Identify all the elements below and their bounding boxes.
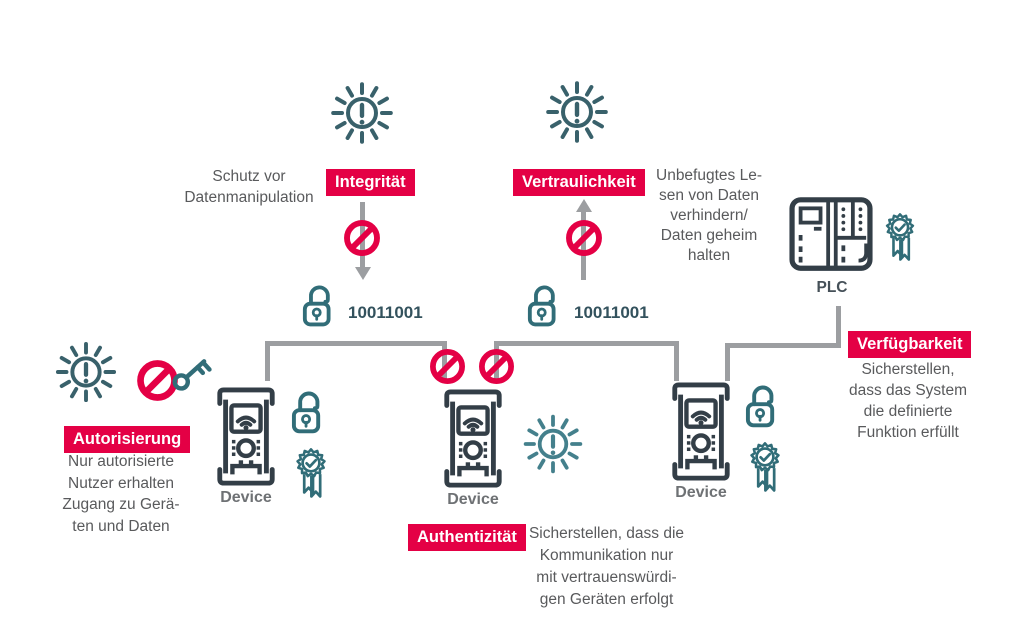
bus-segment-a <box>265 341 447 346</box>
bus-drop-device2-left <box>442 341 447 381</box>
device-node-label: Device <box>447 491 499 508</box>
arrow-down-head <box>354 267 371 280</box>
arrow-up-head <box>575 199 592 212</box>
text-line: Sicherstellen, <box>861 361 955 378</box>
device-node-label: Device <box>675 484 727 501</box>
bus-segment-c <box>725 343 841 348</box>
text-line: Kommunikation nur <box>539 547 674 564</box>
open-lock-icon <box>526 283 572 329</box>
device-icon <box>439 388 507 489</box>
bus-drop-device3-left <box>674 341 679 381</box>
text-line: Sicherstellen, dass die <box>528 525 685 542</box>
text-line: verhindern/ <box>670 207 748 224</box>
malware-icon <box>322 73 402 153</box>
open-lock-icon <box>744 383 791 430</box>
malware-icon <box>515 406 591 482</box>
availability-label: Verfügbarkeit <box>848 331 972 358</box>
availability-description: Sicherstellen, dass das System die defin… <box>838 359 978 443</box>
authenticity-description: Sicherstellen, dass die Kommunikation nu… <box>524 523 689 611</box>
bus-drop-plc <box>836 306 841 348</box>
authenticity-label: Authentizität <box>408 524 526 551</box>
text-line: Funktion erfüllt <box>857 424 959 441</box>
text-line: mit vertrauenswürdi- <box>536 569 677 586</box>
bus-drop-device2-right <box>494 341 499 381</box>
binary-code: 10011001 <box>574 303 649 322</box>
integrity-description: Schutz vor Datenmanipulation <box>174 167 324 208</box>
certificate-icon <box>741 437 789 496</box>
authorization-description: Nur autorisierte Nutzer erhalten Zugang … <box>42 451 200 537</box>
text-line: dass das System <box>848 382 968 399</box>
text-line: ten und Daten <box>72 517 170 535</box>
device-icon <box>667 381 735 482</box>
prohibition-icon <box>429 348 466 385</box>
arrow-up-line <box>581 212 586 280</box>
plc-icon <box>788 196 874 272</box>
malware-icon <box>47 333 125 411</box>
text-line: sen von Daten <box>659 187 759 204</box>
certificate-icon <box>287 443 335 502</box>
key-icon <box>168 348 216 396</box>
text-line: Datenmanipulation <box>184 188 314 206</box>
text-line: Unbefugtes Le- <box>656 167 762 184</box>
authorization-label: Autorisierung <box>64 426 191 453</box>
text-line: gen Geräten erfolgt <box>539 591 674 608</box>
text-line: Zugang zu Gerä- <box>62 496 180 513</box>
text-line: Nutzer erhalten <box>68 474 174 492</box>
bus-segment-b <box>494 341 679 346</box>
text-line: Nur autorisierte <box>68 453 174 470</box>
plc-node-label: PLC <box>816 279 848 296</box>
binary-code: 10011001 <box>348 303 423 322</box>
prohibition-icon <box>343 219 381 257</box>
prohibition-icon <box>478 348 515 385</box>
text-line: die definierte <box>863 403 953 420</box>
open-lock-icon <box>301 283 347 329</box>
device-node-label: Device <box>220 489 272 506</box>
text-line: Schutz vor <box>212 168 286 185</box>
text-line: Daten geheim <box>660 227 758 244</box>
text-line: halten <box>687 247 731 264</box>
device-icon <box>212 386 280 487</box>
open-lock-icon <box>290 389 337 436</box>
integrity-label: Integrität <box>326 169 415 196</box>
confidentiality-label: Vertraulichkeit <box>513 169 645 196</box>
malware-icon <box>537 72 617 152</box>
confidentiality-description: Unbefugtes Le- sen von Daten verhindern/… <box>648 166 770 266</box>
bus-drop-device1 <box>265 341 270 381</box>
certificate-icon <box>877 208 923 265</box>
prohibition-icon <box>565 219 603 257</box>
bus-drop-device3-right <box>725 343 730 381</box>
